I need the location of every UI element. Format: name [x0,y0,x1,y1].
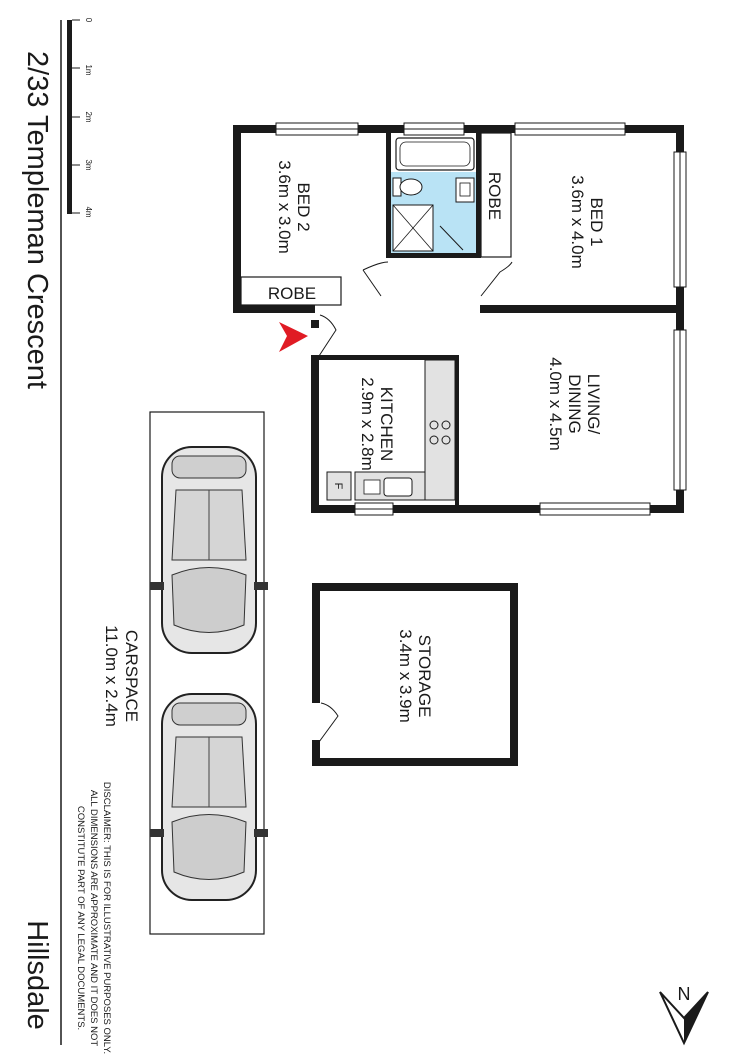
car-icon [150,693,268,901]
storage-label: STORAGE [415,635,434,718]
disclaimer-line1: DISCLAIMER: THIS IS FOR ILLUSTRATIVE PUR… [101,782,112,1054]
living-label-line1: LIVING/ [584,374,603,435]
robe-bed1-label: ROBE [485,172,504,220]
compass-label: N [678,984,691,1004]
scale-bar: 0 1m 2m 3m 4m [67,18,93,218]
scale-tick-label: 2m [84,111,93,122]
address-title: 2/33 Templeman Crescent [21,51,53,389]
window [514,122,626,136]
kitchen-bench [354,359,456,501]
bed1-label: BED 1 [587,197,606,246]
storage-walls [312,583,518,766]
north-compass-icon [659,991,709,1046]
scale-tick-label: 0 [84,18,93,23]
carspace-dims: 11.0m x 2.4m [102,625,121,727]
bed2-label: BED 2 [294,182,313,231]
kitchen-dims: 2.9m x 2.8m [358,377,377,471]
window [673,329,687,491]
living-dims: 4.0m x 4.5m [546,357,565,451]
scale-tick-label: 3m [84,159,93,170]
robe-bed2-label: ROBE [268,284,316,303]
bed2-dims: 3.6m x 3.0m [275,160,294,254]
disclaimer-line3: CONSTITUTE PART OF ANY LEGAL DOCUMENTS. [75,806,86,1030]
storage-door-swing [318,702,339,743]
window [275,122,359,136]
window [354,502,394,516]
robe-bed2 [240,276,342,306]
fridge-label: F [332,483,344,490]
scale-tick-label: 1m [84,64,93,75]
window [539,502,651,516]
kitchen-label: KITCHEN [377,387,396,462]
scale-tick-label: 4m [84,206,93,217]
living-label-line2: DINING [565,374,584,434]
bathroom [391,137,476,253]
car-icon [150,446,268,654]
storage-dims: 3.4m x 3.9m [396,629,415,723]
entry-arrow-icon [279,322,308,352]
door-swing [318,261,513,357]
window [673,151,687,288]
carspace-outline [149,411,265,935]
suburb-title: Hillsdale [21,920,53,1030]
robe-bed1 [480,132,512,258]
bed1-dims: 3.6m x 4.0m [568,175,587,269]
fridge [326,471,352,501]
carspace-label: CARSPACE [122,630,141,722]
disclaimer-line2: ALL DIMENSIONS ARE APPROXIMATE AND IT DO… [88,790,99,1047]
window [403,122,465,136]
